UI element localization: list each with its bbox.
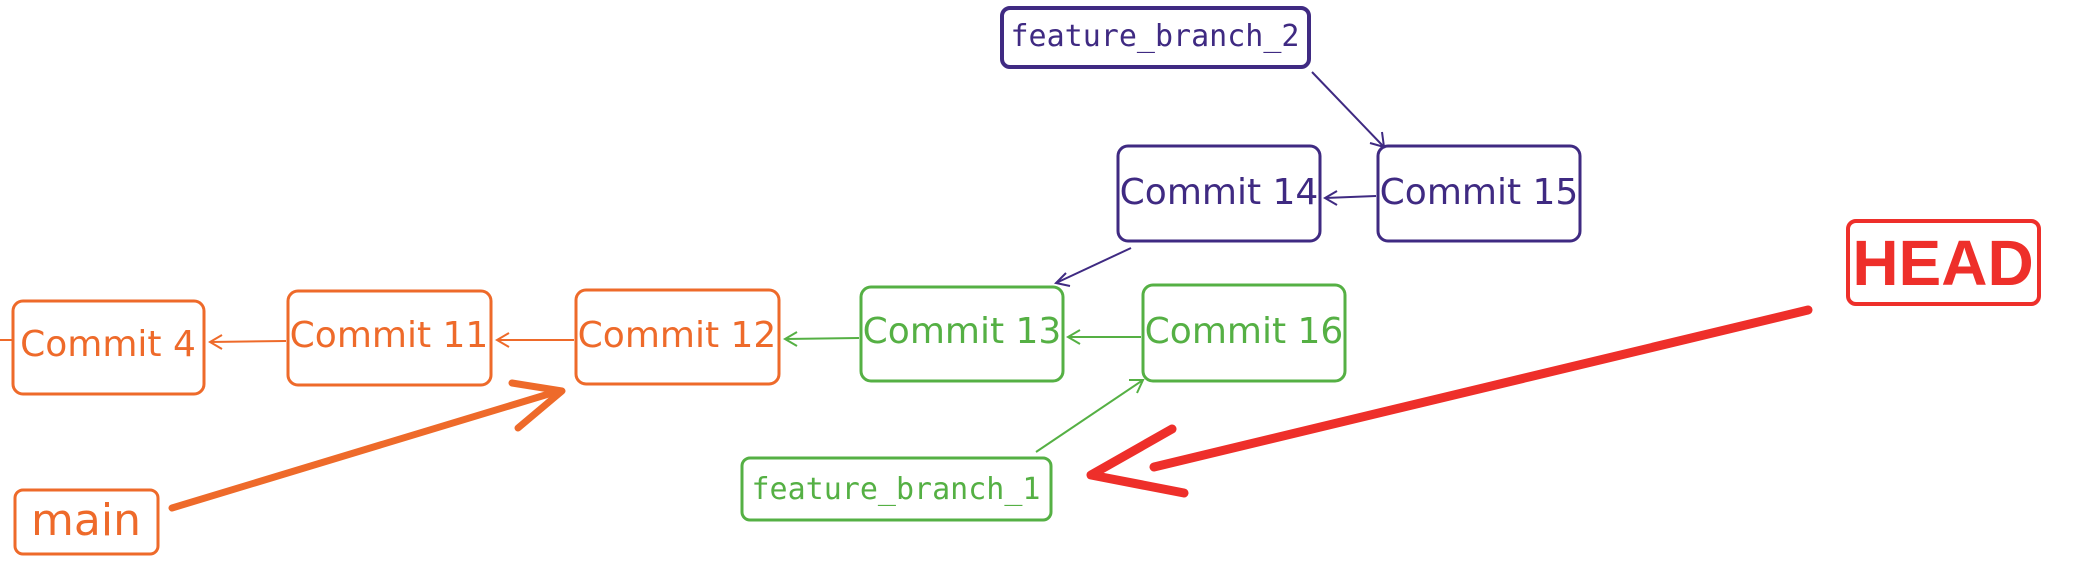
main-branch-label: main xyxy=(31,495,141,546)
arrow-commit-14-to-13 xyxy=(1053,247,1132,287)
commit-4-node xyxy=(11,299,206,396)
commit-14-label: Commit 14 xyxy=(1120,172,1319,213)
feature-branch-1-label: feature_branch_1 xyxy=(752,472,1041,507)
head-label: HEAD xyxy=(1852,227,2033,299)
commit-13-label: Commit 13 xyxy=(863,311,1062,352)
arrow-head-to-feature-branch-1 xyxy=(1086,305,1813,498)
commit-14-node xyxy=(1116,144,1322,243)
commit-11-label: Commit 11 xyxy=(290,315,489,356)
commit-15-label: Commit 15 xyxy=(1380,172,1579,213)
commit-16-node xyxy=(1141,283,1347,383)
feature-branch-2-group: feature_branch_2 Commit 14 Commit 15 xyxy=(1000,6,1582,287)
commit-15-node xyxy=(1376,144,1582,243)
arrow-feature-branch-1-to-commit-16 xyxy=(1035,379,1145,453)
commit-13-node xyxy=(859,285,1065,383)
arrow-commit-16-to-13 xyxy=(1066,329,1141,345)
commit-4-label: Commit 4 xyxy=(20,324,196,365)
commit-16-label: Commit 16 xyxy=(1145,311,1344,352)
arrow-feature-branch-2-to-commit-15 xyxy=(1311,71,1386,149)
main-branch-group: Commit 4 Commit 11 Commit 12 main xyxy=(0,288,781,556)
feature-branch-2-label: feature_branch_2 xyxy=(1011,19,1300,54)
commit-12-node xyxy=(574,288,781,386)
head-group: HEAD xyxy=(1086,219,2041,498)
arrow-commit-15-to-14 xyxy=(1323,190,1377,206)
feature-branch-2-label-box xyxy=(1000,6,1311,69)
arrow-commit-11-to-4 xyxy=(208,334,287,350)
main-branch-label-box xyxy=(13,488,160,556)
arrow-commit-12-to-11 xyxy=(495,332,574,348)
arrow-main-to-commit-12 xyxy=(168,379,566,512)
commit-12-label: Commit 12 xyxy=(578,315,777,356)
feature-branch-1-label-box xyxy=(740,456,1053,522)
arrow-commit-13-to-12 xyxy=(783,331,860,347)
feature-branch-1-group: Commit 13 Commit 16 feature_branch_1 xyxy=(740,283,1347,522)
head-label-box xyxy=(1846,219,2041,306)
commit-11-node xyxy=(286,289,493,387)
